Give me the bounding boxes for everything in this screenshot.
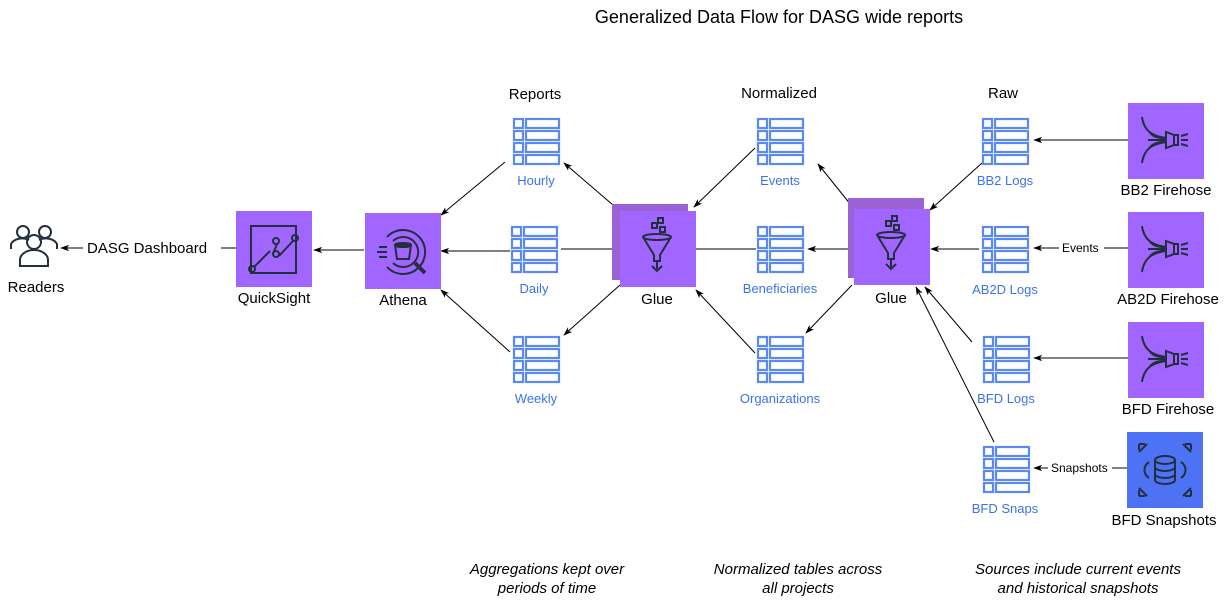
ab2d-logs-table[interactable]: [981, 224, 1031, 274]
edge-label-events: Events: [1059, 241, 1102, 255]
glue-icon: [876, 215, 906, 271]
events-table[interactable]: [756, 116, 806, 166]
glue-icon: [642, 217, 672, 273]
edge-bfdsnaps-glue2: [915, 286, 995, 443]
bfd-snaps-label: BFD Snaps: [971, 501, 1039, 516]
bfd-snapshots-label: BFD Snapshots: [1111, 512, 1217, 529]
firehose-icon: [1141, 225, 1189, 273]
bb2-firehose-node[interactable]: [1128, 103, 1204, 179]
bfd-snapshots-node[interactable]: [1127, 432, 1203, 508]
bfd-firehose-label: BFD Firehose: [1121, 401, 1215, 418]
table-icon: [982, 445, 1031, 494]
edge-events-glue: [693, 147, 756, 208]
readers-label: Readers: [7, 279, 65, 296]
column-header-raw: Raw: [987, 85, 1018, 102]
table-icon: [512, 335, 561, 384]
bfd-snaps-table[interactable]: [982, 444, 1032, 494]
edge-glue-hourly: [563, 162, 621, 212]
edge-glue-weekly: [563, 284, 621, 336]
table-icon: [512, 117, 561, 166]
edge-weekly-athena: [440, 289, 511, 353]
note-raw: Sources include current events and histo…: [948, 560, 1208, 598]
edge-glue2-organizations: [805, 284, 853, 334]
edge-organizations-glue: [695, 289, 756, 354]
quicksight-node[interactable]: [236, 211, 312, 287]
glue-normalized-node[interactable]: [854, 209, 930, 285]
events-label: Events: [760, 173, 800, 188]
note-normalized: Normalized tables across all projects: [678, 560, 918, 598]
edge-label-dashboard: DASG Dashboard: [84, 240, 211, 258]
diagram-title: Generalized Data Flow for DASG wide repo…: [594, 7, 964, 27]
daily-label: Daily: [519, 281, 549, 296]
ab2d-logs-label: AB2D Logs: [972, 282, 1038, 297]
rds-snapshot-icon: [1138, 443, 1192, 497]
weekly-table[interactable]: [512, 334, 562, 384]
glue-reports-node[interactable]: [620, 211, 696, 287]
daily-table[interactable]: [510, 224, 560, 274]
beneficiaries-table[interactable]: [756, 224, 806, 274]
note-reports-line-1: Aggregations kept over: [469, 561, 625, 578]
hourly-label: Hourly: [517, 173, 555, 188]
ab2d-firehose-node[interactable]: [1128, 212, 1204, 288]
note-normalized-line-2: all projects: [762, 580, 834, 597]
edge-bb2logs-glue2: [929, 162, 983, 211]
quicksight-icon: [248, 225, 299, 274]
bb2-firehose-label: BB2 Firehose: [1120, 182, 1212, 199]
note-raw-line-1: Sources include current events: [975, 561, 1181, 578]
table-icon: [510, 225, 559, 274]
bfd-logs-label: BFD Logs: [977, 391, 1035, 406]
edge-bfdlogs-glue2: [924, 286, 973, 343]
bb2-logs-table[interactable]: [981, 116, 1031, 166]
edge-label-snapshots: Snapshots: [1048, 461, 1111, 475]
glue-reports-label: Glue: [641, 291, 673, 308]
weekly-label: Weekly: [514, 391, 558, 406]
table-icon: [981, 225, 1030, 274]
table-icon: [756, 117, 805, 166]
edge-hourly-athena: [440, 161, 506, 216]
beneficiaries-label: Beneficiaries: [742, 281, 818, 296]
users-icon: [8, 222, 60, 270]
table-icon: [756, 225, 805, 274]
bfd-firehose-node[interactable]: [1128, 322, 1204, 398]
quicksight-label: QuickSight: [237, 290, 311, 307]
athena-node[interactable]: [365, 213, 441, 289]
note-reports-line-2: periods of time: [497, 580, 597, 597]
glue-normalized-label: Glue: [875, 290, 907, 307]
column-header-normalized: Normalized: [741, 85, 817, 102]
athena-label: Athena: [379, 292, 427, 309]
column-header-reports: Reports: [508, 86, 562, 103]
ab2d-firehose-label: AB2D Firehose: [1117, 291, 1219, 308]
hourly-table[interactable]: [512, 116, 562, 166]
firehose-icon: [1141, 335, 1189, 383]
note-raw-line-2: and historical snapshots: [997, 580, 1159, 597]
note-reports: Aggregations kept over periods of time: [427, 560, 667, 598]
note-normalized-line-1: Normalized tables across: [713, 561, 883, 578]
table-icon: [981, 117, 1030, 166]
firehose-icon: [1141, 116, 1189, 164]
organizations-table[interactable]: [756, 334, 806, 384]
table-icon: [756, 335, 805, 384]
athena-icon: [377, 229, 427, 275]
bb2-logs-label: BB2 Logs: [976, 173, 1034, 188]
table-icon: [982, 335, 1031, 384]
organizations-label: Organizations: [739, 391, 821, 406]
bfd-logs-table[interactable]: [982, 334, 1032, 384]
